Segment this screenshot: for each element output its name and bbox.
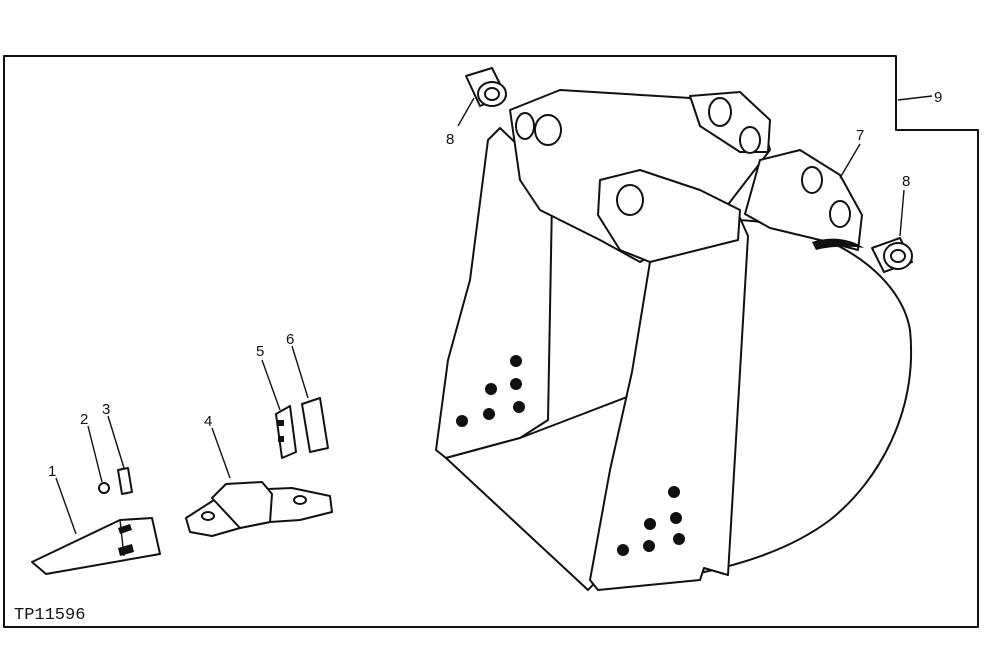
tooth-lock-washer — [98, 482, 110, 494]
callout-8-right: 8 — [902, 173, 910, 190]
callout-8-left: 8 — [446, 131, 454, 148]
tooth-pin — [117, 467, 133, 495]
bucket-assembly — [435, 89, 912, 591]
callout-5: 5 — [256, 343, 264, 360]
callout-9: 9 — [934, 89, 942, 106]
callout-6: 6 — [286, 331, 294, 348]
figure-code: TP11596 — [14, 606, 85, 625]
side-cutter-tip — [301, 397, 329, 453]
callout-7: 7 — [856, 127, 864, 144]
callout-leaders — [55, 95, 933, 535]
callout-2: 2 — [80, 411, 88, 428]
bushing-right — [871, 237, 913, 273]
bushing-upper-left — [465, 67, 507, 107]
side-cutter-insert — [275, 405, 297, 459]
figure-frame — [3, 55, 979, 628]
callout-3: 3 — [102, 401, 110, 418]
bucket-tooth — [31, 517, 161, 575]
callout-4: 4 — [204, 413, 212, 430]
callout-1: 1 — [48, 463, 56, 480]
tooth-adapter — [185, 481, 333, 537]
